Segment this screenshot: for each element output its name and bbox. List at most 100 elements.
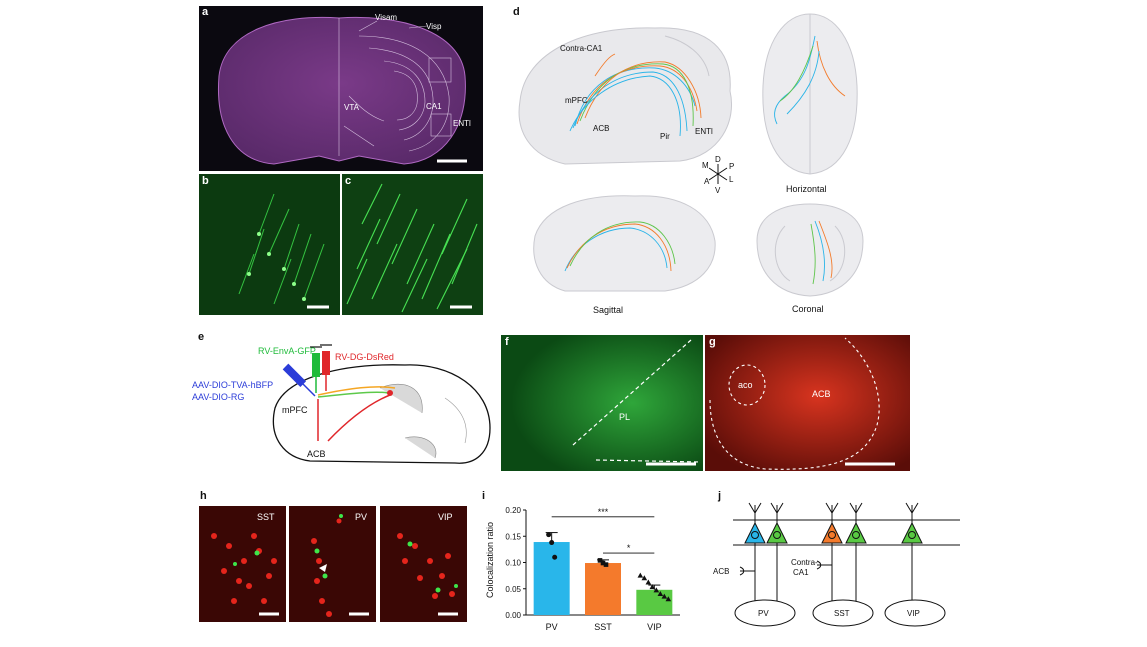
panel-letter-f: f (505, 336, 509, 348)
label-coronal: Coronal (792, 304, 824, 314)
bar-pv (533, 542, 570, 615)
data-point (546, 532, 552, 538)
significance-label: * (627, 543, 631, 553)
label-sst-j: SST (834, 609, 850, 618)
colocalization-chart: Colocalization ratio 0.000.050.100.150.2… (485, 506, 680, 632)
data-point (661, 593, 668, 599)
panel-e-schematic: RV-EnvA-GFP RV-DG-DsRed AAV-DIO-TVA-hBFP… (190, 333, 500, 468)
compass-p: P (729, 162, 734, 171)
circuit-diagram: ACB Contra- CA1 PV SST VIP (713, 502, 960, 627)
compass-v: V (715, 186, 721, 195)
label-enti-a: ENTl (453, 119, 471, 128)
label-visp: Visp (426, 22, 442, 31)
label-ca1-j: CA1 (793, 568, 809, 577)
panel-a-brain-section: Visam Visp VTA CA1 ENTl (199, 6, 483, 171)
brain-section-drawing: Visam Visp VTA CA1 ENTl (217, 13, 471, 165)
pv-interneuron (734, 599, 796, 627)
brain-3d-tracing: D V M L A P Contra-CA1 mPFC ACB Pir ENTl… (518, 13, 864, 315)
sst-micrograph: SST (199, 506, 286, 622)
panel-letter-j: j (718, 490, 722, 502)
compass-d: D (715, 155, 721, 164)
label-acb-g: ACB (812, 389, 831, 399)
y-tick-label: 0.15 (505, 532, 521, 541)
label-ca1: CA1 (426, 102, 442, 111)
compass-a: A (704, 177, 710, 186)
panel-g-micrograph: aco ACB (705, 335, 910, 471)
label-vta: VTA (344, 103, 360, 112)
label-sst-h: SST (257, 512, 275, 522)
syringe-red-icon (320, 344, 332, 391)
panel-letter-c: c (345, 175, 352, 187)
label-pir: Pir (660, 132, 670, 141)
label-rv-dsred: RV-DG-DsRed (335, 352, 394, 362)
x-tick-label: VIP (647, 622, 662, 632)
vip-micrograph: VIP (380, 506, 467, 622)
data-point (600, 560, 606, 566)
compass-l: L (729, 175, 734, 184)
data-point (665, 596, 672, 602)
label-enti-d: ENTl (695, 127, 713, 136)
label-acb-j: ACB (713, 567, 729, 576)
label-acb-e: ACB (307, 449, 326, 459)
sst-interneuron (812, 599, 874, 627)
panel-j-circuit: ACB Contra- CA1 PV SST VIP (705, 495, 970, 635)
panel-letter-d: d (513, 6, 520, 18)
bar-sst (585, 563, 621, 615)
data-point (641, 575, 648, 581)
green-neurons-b (199, 174, 340, 315)
panel-c-micrograph (342, 174, 483, 315)
label-contra-ca1: Contra-CA1 (560, 44, 603, 53)
coronal-brain (756, 203, 864, 297)
x-tick-label: SST (594, 622, 612, 632)
y-tick-label: 0.05 (505, 585, 521, 594)
panel-h-sst-image: SST (199, 506, 286, 622)
panel-letter-b: b (202, 175, 209, 187)
label-visam: Visam (375, 13, 397, 22)
label-acb-d: ACB (593, 124, 609, 133)
label-mpfc-d: mPFC (565, 96, 588, 105)
compass-m: M (702, 161, 709, 170)
label-mpfc-e: mPFC (282, 405, 308, 415)
data-point (649, 584, 656, 590)
data-point (645, 579, 652, 585)
label-rv-gfp: RV-EnvA-GFP (258, 346, 316, 356)
pl-green-image: PL (501, 335, 703, 471)
x-tick-label: PV (546, 622, 558, 632)
label-horizontal: Horizontal (786, 184, 827, 194)
vip-interneuron (884, 599, 946, 627)
label-aco: aco (738, 380, 753, 390)
data-point (552, 554, 558, 560)
panel-f-micrograph: PL (501, 335, 703, 471)
label-vip-h: VIP (438, 512, 453, 522)
panel-letter-i: i (482, 490, 486, 502)
syringe-green-icon (310, 346, 322, 393)
data-point (549, 540, 555, 546)
panel-letter-e: e (198, 331, 205, 343)
y-tick-label: 0.10 (505, 559, 521, 568)
label-pv-j: PV (758, 609, 769, 618)
data-point (603, 562, 609, 567)
label-aav-tva: AAV-DIO-TVA-hBFP (192, 380, 273, 390)
y-axis-label: Colocalization ratio (485, 522, 495, 598)
oblique-brain (518, 27, 732, 165)
label-contra-j: Contra- (791, 558, 818, 567)
panel-d-3d-brains: D V M L A P Contra-CA1 mPFC ACB Pir ENTl… (505, 6, 865, 316)
orientation-compass (708, 164, 728, 184)
green-neurons-c (342, 174, 483, 315)
y-tick-label: 0.20 (505, 506, 521, 515)
injection-schematic: RV-EnvA-GFP RV-DG-DsRed AAV-DIO-TVA-hBFP… (192, 344, 491, 464)
syringe-blue-icon (282, 363, 316, 397)
panel-letter-a: a (202, 6, 209, 18)
pv-micrograph: PV (289, 506, 376, 622)
label-sagittal: Sagittal (593, 305, 623, 315)
significance-label: *** (598, 507, 609, 517)
label-pv-h: PV (355, 512, 367, 522)
data-point (597, 558, 603, 563)
panel-h-vip-image: VIP (380, 506, 467, 622)
panel-letter-g: g (709, 336, 716, 348)
acb-red-image: aco ACB (705, 335, 910, 471)
pyramidal-neurons (739, 502, 923, 605)
horizontal-brain (762, 13, 858, 175)
data-point (657, 591, 664, 596)
